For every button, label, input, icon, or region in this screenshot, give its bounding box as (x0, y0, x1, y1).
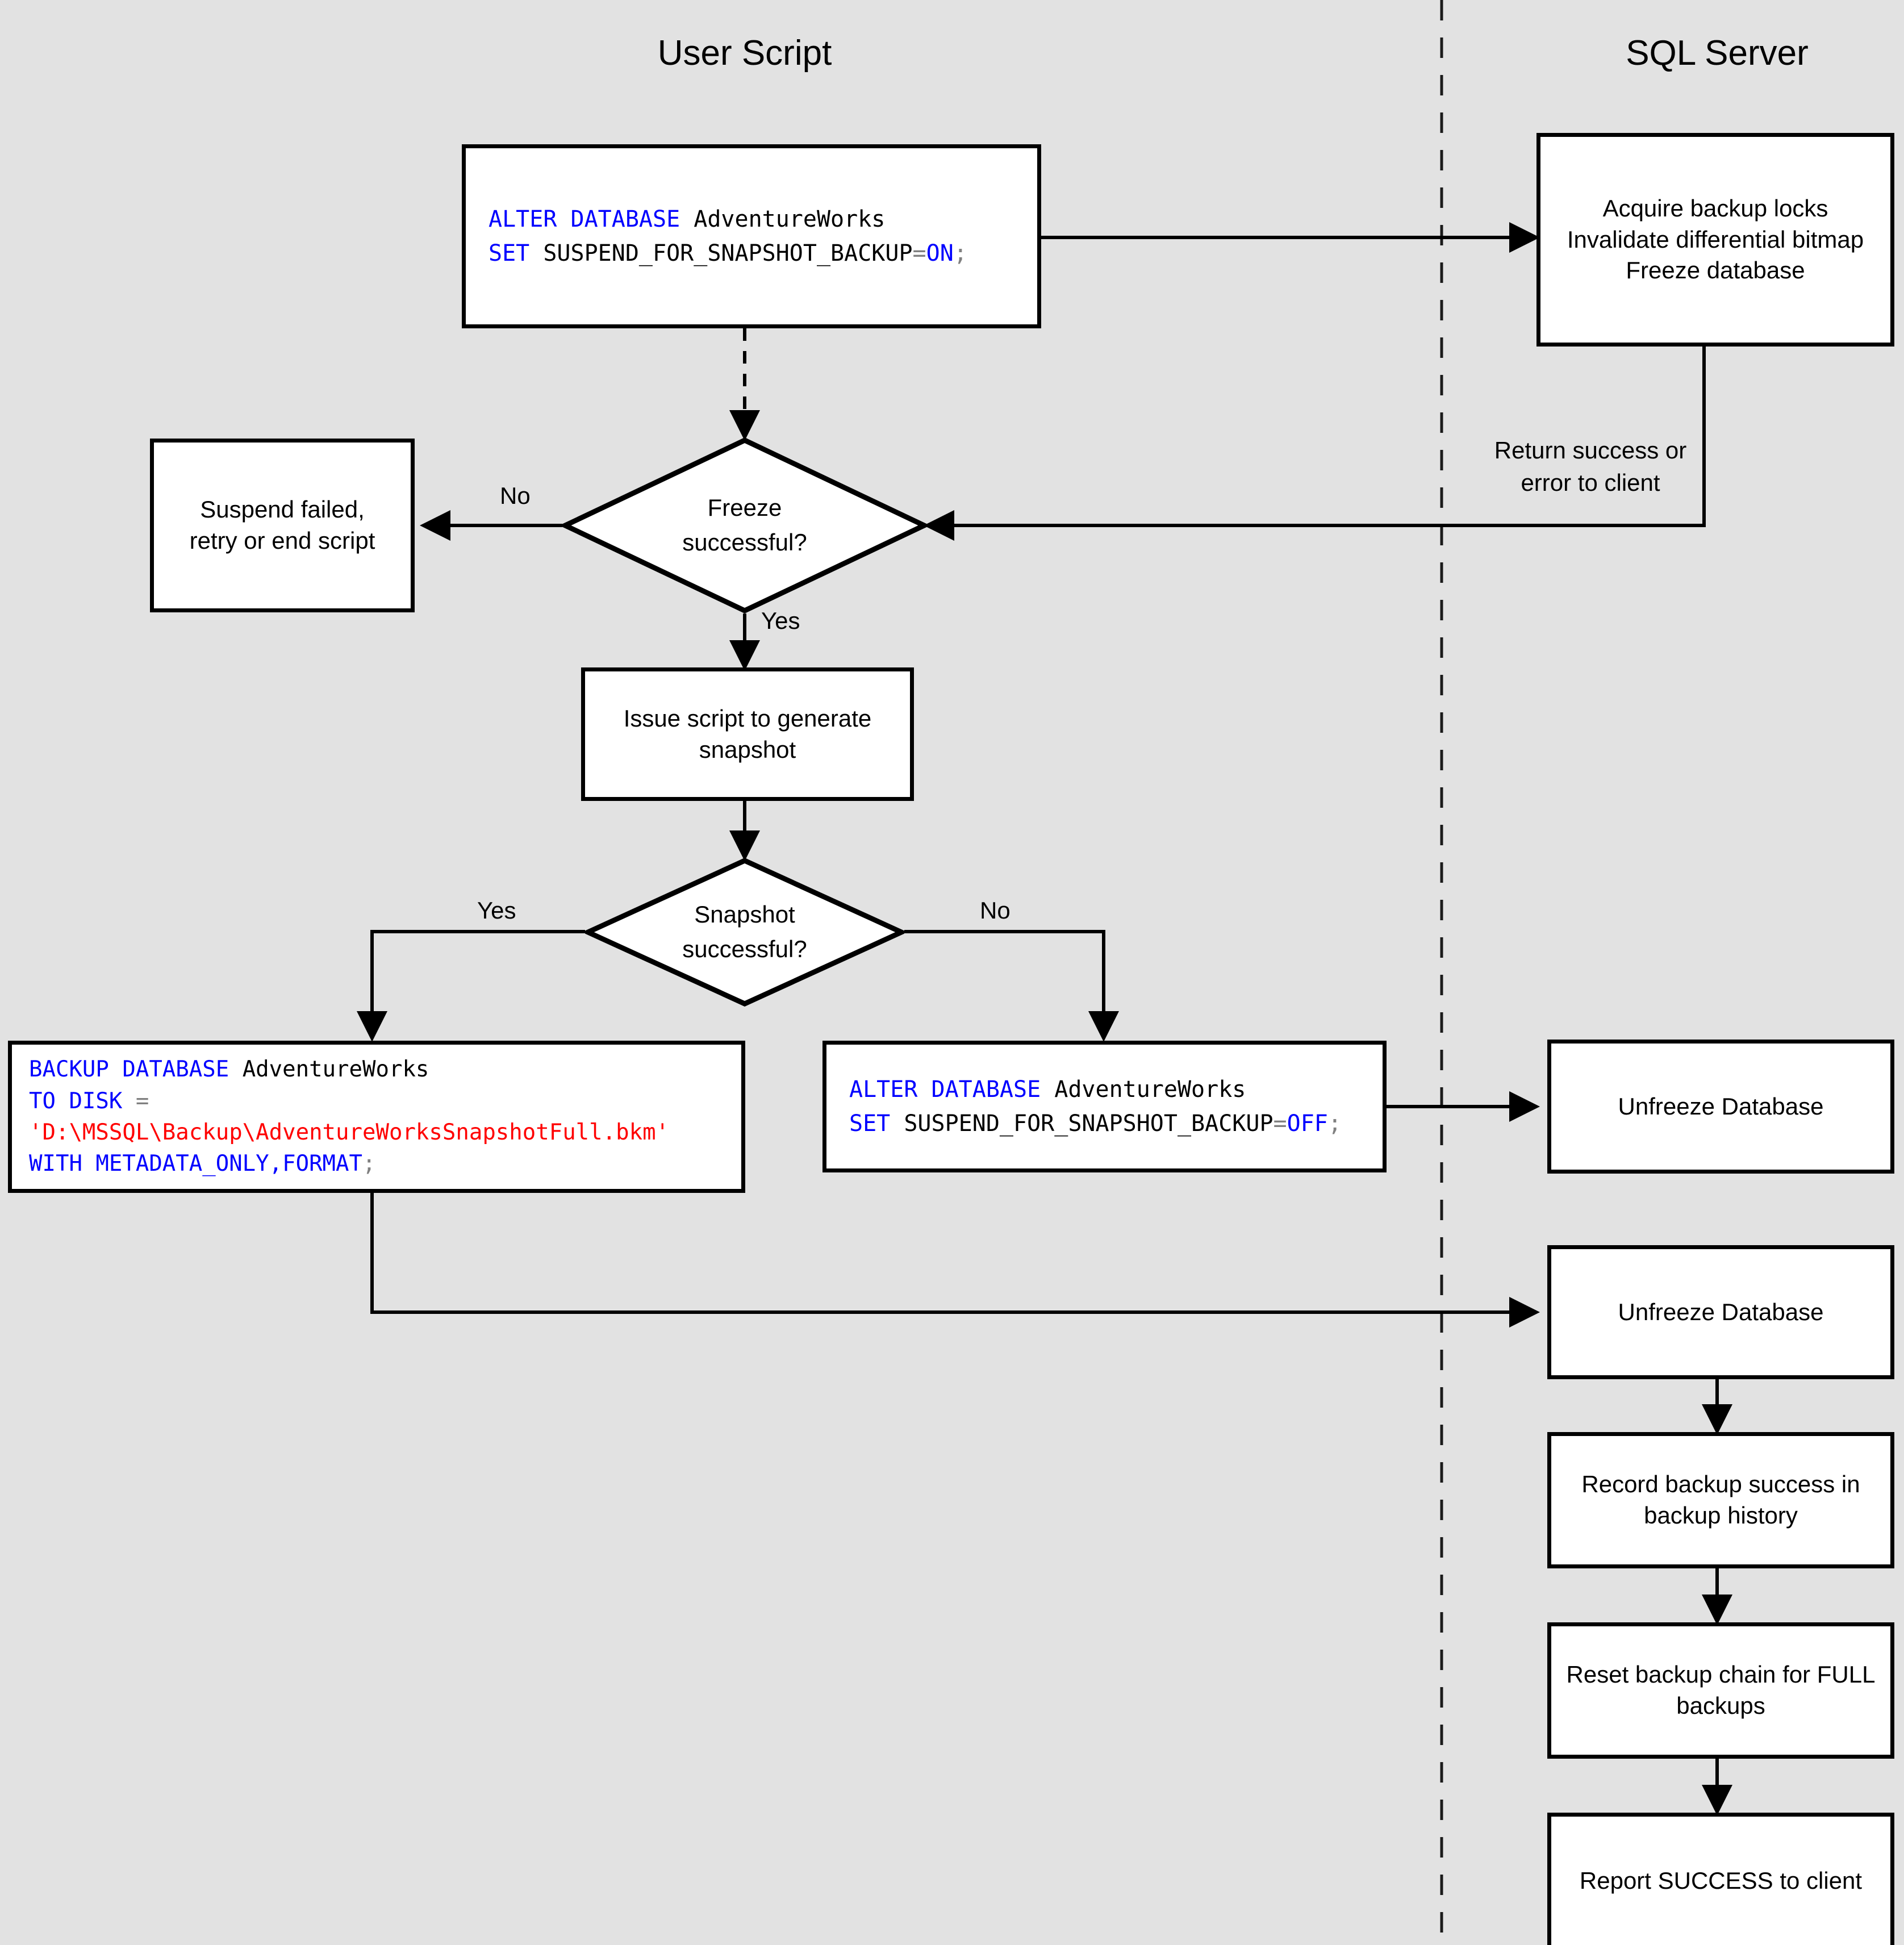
node-freeze-successful[interactable]: Freeze successful? (562, 437, 927, 613)
code-alter-suspend-on: ALTER DATABASE AdventureWorks SET SUSPEN… (488, 206, 967, 266)
node-alter-suspend-off[interactable]: ALTER DATABASE AdventureWorks SET SUSPEN… (822, 1041, 1387, 1172)
edge-snapshot-no (904, 930, 1119, 1042)
node-acquire-backup-locks[interactable]: Acquire backup locks Invalidate differen… (1536, 133, 1894, 347)
node-reset-backup-chain[interactable]: Reset backup chain for FULL backups (1547, 1622, 1894, 1759)
code-alter-suspend-off: ALTER DATABASE AdventureWorks SET SUSPEN… (849, 1076, 1342, 1137)
node-unfreeze-database-1[interactable]: Unfreeze Database (1547, 1040, 1894, 1174)
code-backup-database: BACKUP DATABASE AdventureWorks TO DISK =… (29, 1057, 670, 1177)
node-snapshot-successful[interactable]: Snapshot successful? (585, 858, 904, 1007)
node-alter-suspend-on[interactable]: ALTER DATABASE AdventureWorks SET SUSPEN… (462, 144, 1041, 328)
edge-label-freeze-no: No (500, 482, 531, 509)
edge-snapshot-yes (357, 930, 585, 1042)
node-record-backup-history-label: Record backup success in backup history (1581, 1471, 1860, 1529)
node-report-success[interactable]: Report SUCCESS to client (1547, 1813, 1894, 1945)
edge-label-snapshot-no: No (980, 897, 1011, 924)
node-issue-script[interactable]: Issue script to generate snapshot (581, 667, 914, 801)
node-suspend-failed-label: Suspend failed, retry or end script (189, 496, 375, 554)
edge-backup-to-unfreeze2 (370, 1193, 1540, 1328)
node-acquire-backup-locks-label: Acquire backup locks Invalidate differen… (1567, 195, 1864, 284)
node-unfreeze-database-2[interactable]: Unfreeze Database (1547, 1245, 1894, 1379)
edge-label-freeze-yes: Yes (761, 607, 800, 634)
node-reset-backup-chain-label: Reset backup chain for FULL backups (1566, 1661, 1876, 1719)
node-record-backup-history[interactable]: Record backup success in backup history (1547, 1432, 1894, 1568)
edge-label-return-status: Return success or error to client (1494, 437, 1687, 496)
node-backup-database[interactable]: BACKUP DATABASE AdventureWorks TO DISK =… (8, 1041, 745, 1193)
edge-label-snapshot-yes: Yes (477, 897, 516, 924)
node-report-success-label: Report SUCCESS to client (1579, 1867, 1863, 1894)
node-unfreeze-database-1-label: Unfreeze Database (1618, 1092, 1824, 1120)
node-suspend-failed[interactable]: Suspend failed, retry or end script (150, 439, 415, 612)
node-issue-script-label: Issue script to generate snapshot (623, 704, 872, 763)
lane-title-sql-server: SQL Server (1626, 34, 1809, 73)
lane-title-user-script: User Script (657, 34, 832, 73)
node-unfreeze-database-2-label: Unfreeze Database (1618, 1298, 1824, 1325)
